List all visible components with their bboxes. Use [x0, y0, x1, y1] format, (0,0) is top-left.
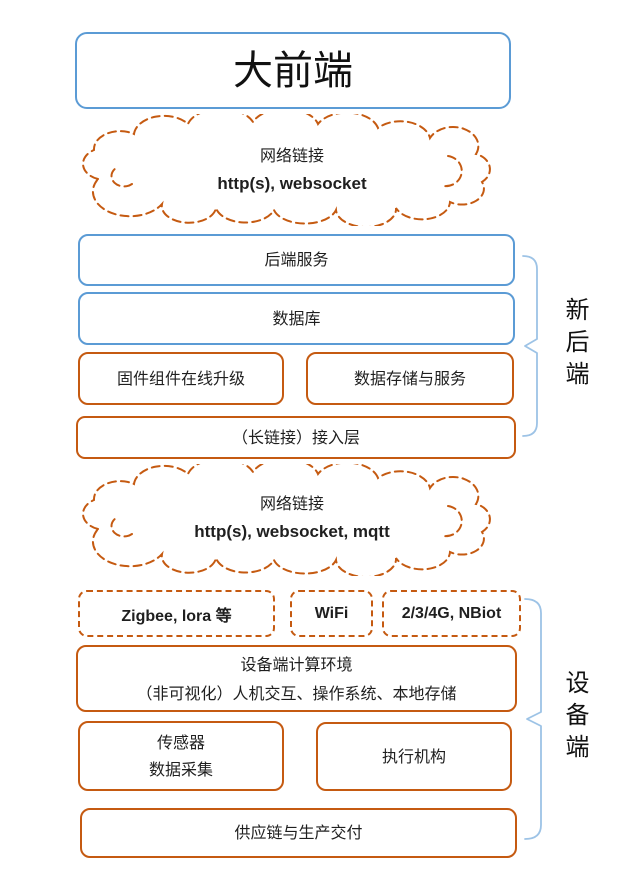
- device-compute-box: 设备端计算环境 （非可视化）人机交互、操作系统、本地存储: [76, 645, 517, 712]
- big-frontend-box: 大前端: [75, 32, 511, 109]
- backend-service-box: 后端服务: [78, 234, 515, 286]
- network-cloud-bottom: [82, 464, 491, 576]
- protocols-label: http(s), websocket, mqtt: [194, 522, 390, 541]
- wifi-box: WiFi: [290, 590, 373, 637]
- database-box: 数据库: [78, 292, 515, 345]
- sensor-box: 传感器 数据采集: [78, 721, 284, 791]
- access-layer-label: （长链接）接入层: [231, 427, 360, 447]
- backend-bracket: [522, 255, 538, 437]
- network-cloud-top: [82, 114, 491, 226]
- sensor-label-line2: 数据采集: [148, 760, 213, 779]
- actuator-box: 执行机构: [316, 722, 512, 791]
- data-storage-box: 数据存储与服务: [306, 352, 514, 405]
- network-cloud-top-text: 网络链接 http(s), websocket: [78, 142, 506, 198]
- actuator-label: 执行机构: [381, 746, 446, 766]
- big-frontend-label: 大前端: [233, 47, 353, 94]
- wifi-label: WiFi: [314, 604, 349, 622]
- firmware-upgrade-label: 固件组件在线升级: [116, 368, 245, 388]
- network-label: 网络链接: [259, 146, 324, 165]
- zigbee-lora-box: Zigbee, lora 等: [78, 590, 275, 637]
- supply-chain-box: 供应链与生产交付: [80, 808, 517, 858]
- backend-service-label: 后端服务: [264, 250, 329, 269]
- device-bracket: [524, 598, 542, 840]
- network-cloud-bottom-text: 网络链接 http(s), websocket, mqtt: [78, 490, 506, 546]
- device-bracket-label: 设备端: [561, 670, 589, 766]
- database-label: 数据库: [272, 308, 321, 328]
- protocols-label: http(s), websocket: [217, 174, 367, 193]
- zigbee-lora-label: Zigbee, lora 等: [121, 607, 232, 625]
- cellular-nbiot-box: 2/3/4G, NBiot: [382, 590, 521, 637]
- data-storage-label: 数据存储与服务: [353, 368, 466, 388]
- sensor-label-line1: 传感器: [156, 733, 205, 752]
- cellular-nbiot-label: 2/3/4G, NBiot: [401, 604, 502, 622]
- network-label: 网络链接: [259, 494, 324, 513]
- supply-chain-label: 供应链与生产交付: [234, 823, 363, 842]
- backend-bracket-label: 新后端: [561, 297, 589, 393]
- firmware-upgrade-box: 固件组件在线升级: [78, 352, 284, 405]
- device-compute-title: 设备端计算环境: [240, 654, 353, 674]
- access-layer-box: （长链接）接入层: [76, 416, 516, 459]
- device-compute-subtitle: （非可视化）人机交互、操作系统、本地存储: [136, 683, 457, 703]
